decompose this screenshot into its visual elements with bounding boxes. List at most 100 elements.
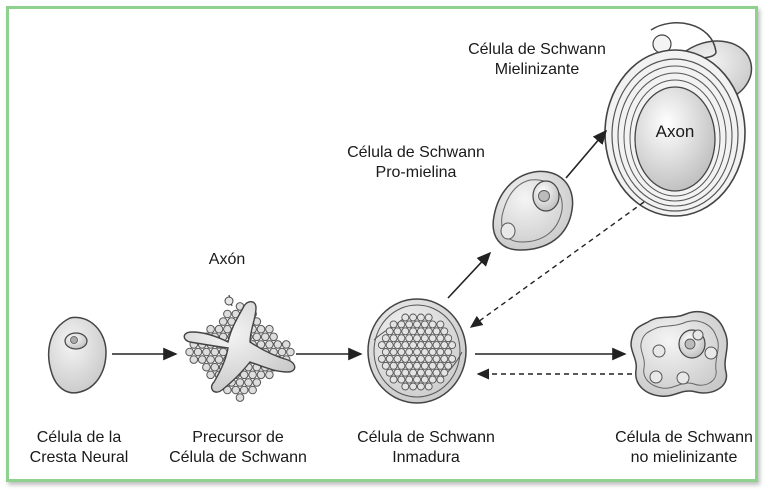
axon-circle (414, 349, 421, 356)
axon-circle (425, 369, 432, 376)
axon-circle (207, 356, 215, 364)
arrow-immature-to-promyelin (448, 253, 490, 298)
axon-circle (417, 314, 424, 321)
myelinating-schwann-cell (605, 23, 751, 216)
axon-circle (402, 314, 409, 321)
axon-circle (249, 371, 257, 379)
axon-circle (245, 379, 253, 387)
axon-circle (186, 348, 194, 356)
axon-circle (402, 328, 409, 335)
axon-circle (390, 335, 397, 342)
axon-circle (386, 328, 393, 335)
axon-circle (406, 376, 413, 383)
axon-circle (382, 362, 389, 369)
axon-circle (425, 328, 432, 335)
axon-circle (386, 369, 393, 376)
axon-circle (190, 356, 198, 364)
axon-circle (394, 369, 401, 376)
axon-circle (406, 362, 413, 369)
axon-circle (425, 383, 432, 390)
arrow-promyelin-to-myelinating (566, 131, 606, 178)
axon-circle (417, 342, 424, 349)
axon-circle (398, 321, 405, 328)
axon-circle (417, 355, 424, 362)
axon-circle (386, 355, 393, 362)
axon-circle (410, 314, 417, 321)
axon-circle (257, 371, 265, 379)
label-nonmyelinating: Célula de Schwann no mielinizante (603, 428, 765, 468)
axon-circle (224, 325, 232, 333)
axon-circle (378, 355, 385, 362)
axon-circle (421, 362, 428, 369)
axon-circle (429, 349, 436, 356)
axon-circle (445, 349, 452, 356)
axon-circle (282, 341, 290, 349)
axon-circle (287, 348, 295, 356)
axon-circle (441, 342, 448, 349)
axon-circle (390, 376, 397, 383)
axon-circle (410, 355, 417, 362)
schwann-precursor-cell (184, 295, 295, 401)
axon-circle (215, 356, 223, 364)
label-precursor: Precursor de Célula de Schwann (158, 428, 318, 468)
axon-circle (236, 394, 244, 402)
axon-circle (406, 335, 413, 342)
axon-circle (394, 342, 401, 349)
axon-circle (421, 321, 428, 328)
axon-circle (236, 379, 244, 387)
axon-circle (445, 335, 452, 342)
axon-circle (394, 355, 401, 362)
axon-circle (414, 335, 421, 342)
axon-circle (278, 348, 286, 356)
axon-circle (417, 369, 424, 376)
axon-circle (398, 376, 405, 383)
immature-schwann-cell (368, 299, 466, 403)
axon-circle (402, 383, 409, 390)
axon-circle (410, 328, 417, 335)
axon-circle (437, 321, 444, 328)
label-promyelin: Célula de Schwann Pro-mielina (331, 143, 501, 183)
axon-circle (398, 362, 405, 369)
axon-circle (390, 349, 397, 356)
axon-circle (398, 349, 405, 356)
axon-circle (425, 314, 432, 321)
axon-circle (417, 383, 424, 390)
axon-circle (257, 325, 265, 333)
axon-circle (194, 348, 202, 356)
axon-circle (402, 342, 409, 349)
axon-circle (240, 386, 248, 394)
axon-circle (211, 363, 219, 371)
axon-circle (382, 335, 389, 342)
axon-circle (437, 335, 444, 342)
axon-circle (203, 363, 211, 371)
axon-circle (441, 355, 448, 362)
axon-circle (429, 376, 436, 383)
axon-circle (266, 325, 274, 333)
label-myelinating: Célula de Schwann Mielinizante (452, 40, 622, 80)
nonmyelinating-schwann-cell (631, 312, 727, 397)
axon-circle (410, 383, 417, 390)
label-immature: Célula de Schwann Inmadura (341, 428, 511, 468)
axon-circle (394, 328, 401, 335)
axon-circle (386, 342, 393, 349)
axon-circle (421, 376, 428, 383)
axon-circle (429, 321, 436, 328)
axon-circle (390, 321, 397, 328)
axon-circle (433, 355, 440, 362)
axon-circle (410, 342, 417, 349)
axon-circle (425, 355, 432, 362)
axon-circle (433, 328, 440, 335)
neural-crest-cell (49, 317, 106, 392)
axon-circle (425, 342, 432, 349)
axon-circle (219, 318, 227, 326)
axon-circle (441, 369, 448, 376)
axon-circle (414, 321, 421, 328)
axon-circle (211, 348, 219, 356)
axon-circle (382, 349, 389, 356)
axon-circle (378, 342, 385, 349)
axon-circle (266, 371, 274, 379)
label-axon-large: Axon (645, 122, 705, 142)
axon-circle (390, 362, 397, 369)
axon-circle (406, 349, 413, 356)
